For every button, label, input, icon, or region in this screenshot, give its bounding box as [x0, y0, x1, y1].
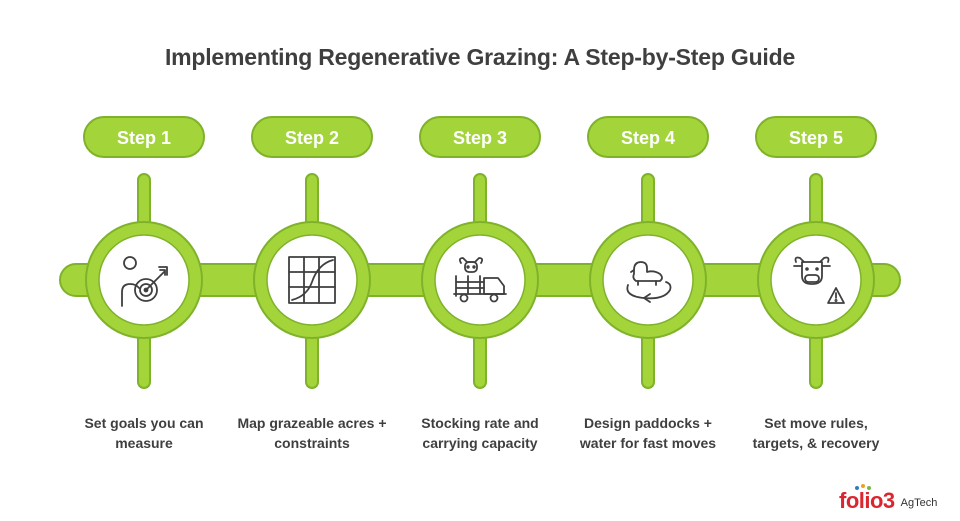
step-3-description-line-1: Stocking rate and: [421, 415, 539, 431]
map-grid-icon: [288, 256, 336, 304]
step-label: Step 2: [285, 128, 339, 148]
logo-subtitle: AgTech: [900, 497, 938, 509]
step-2-description-line-2: constraints: [274, 435, 350, 451]
step-4-description: Design paddocks + water for fast moves: [563, 413, 733, 453]
step-pill: [419, 116, 541, 158]
step-2-description-line-1: Map grazeable acres +: [237, 415, 387, 431]
step-label: Step 1: [117, 128, 171, 148]
target-goal-icon: [121, 256, 168, 307]
step-3-description-line-2: carrying capacity: [422, 435, 538, 451]
step-label: Step 4: [621, 128, 675, 148]
step-4-description-line-1: Design paddocks +: [584, 415, 712, 431]
step-5: Step 5: [755, 116, 877, 389]
step-1: Step 1: [83, 116, 205, 389]
step-2-description: Map grazeable acres + constraints: [227, 413, 397, 453]
logo-wordmark: folio3: [839, 488, 895, 513]
step-5-description-line-2: targets, & recovery: [752, 435, 880, 451]
cow-warning-icon: [793, 256, 845, 304]
page-title: Implementing Regenerative Grazing: A Ste…: [164, 44, 796, 70]
step-1-description: Set goals you can measure: [59, 413, 229, 453]
sheep-rotation-icon: [626, 261, 672, 303]
step-5-description: Set move rules, targets, & recovery: [731, 413, 901, 453]
step-5-description-line-1: Set move rules,: [764, 415, 868, 431]
step-pill: [755, 116, 877, 158]
logo-dots: [855, 484, 871, 490]
step-3: Step 3: [419, 116, 541, 389]
step-pill: [587, 116, 709, 158]
step-pill: [83, 116, 205, 158]
step-4: Step 4: [587, 116, 709, 389]
brand-logo: folio3 AgTech: [839, 488, 937, 512]
step-1-description-line-1: Set goals you can: [84, 415, 204, 431]
step-1-description-line-2: measure: [115, 435, 173, 451]
step-4-description-line-2: water for fast moves: [579, 435, 717, 451]
step-pill: [251, 116, 373, 158]
step-2: Step 2: [251, 116, 373, 389]
livestock-truck-icon: [453, 257, 507, 303]
step-3-description: Stocking rate and carrying capacity: [395, 413, 565, 453]
step-label: Step 3: [453, 128, 507, 148]
step-label: Step 5: [789, 128, 843, 148]
